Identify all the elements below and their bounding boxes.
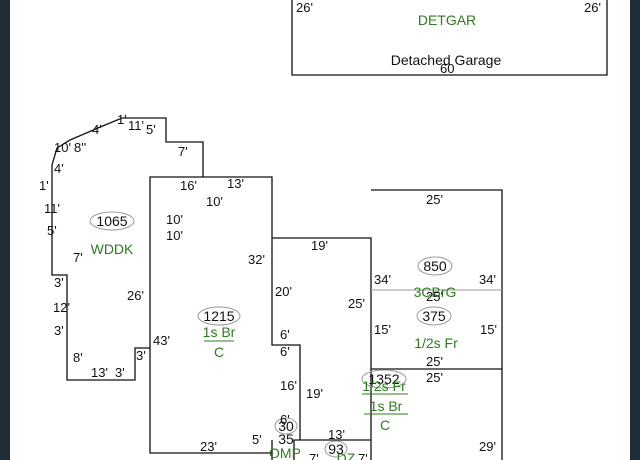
wddk-dim-15: 3' (54, 275, 64, 290)
wddk-dim-1: 1' (117, 112, 127, 127)
lower-code-1: 1/2s Fr (362, 378, 406, 394)
lower-area-oval (361, 369, 407, 389)
upper-dim-2: 34' (479, 272, 496, 287)
porch-area-1: 30 (278, 418, 294, 434)
wddk-dim-8: 16' (180, 178, 197, 193)
main-code-2: C (214, 344, 224, 360)
porch-oval-2 (324, 440, 348, 458)
porch-code: OMP (269, 445, 301, 460)
main-dim-6: 16' (280, 378, 297, 393)
lower-code-2: 1s Br (370, 398, 403, 414)
wood-deck: 1065 WDDK 4' 1' 11' 5' 10' 8'' 7' 4' 16'… (39, 112, 204, 381)
upper-dim-3: 25' (426, 289, 443, 304)
upper-dim-5: 15' (480, 322, 497, 337)
detached-garage: 26' 26' DETGAR Detached Garage 60 (291, 0, 608, 76)
mid-dim-0: 19' (311, 238, 328, 253)
upper-outline (371, 189, 503, 460)
main-house: 1215 1s Br C 13' 10' 32' 43' 6' 6' 16' 1… (149, 176, 323, 460)
lower-block: 1352 1/2s Fr 1s Br C 25' 29' (361, 369, 496, 454)
garage-outline (291, 0, 608, 76)
wddk-dim-19: 3' (136, 348, 146, 363)
upper-right-block: 850 3CBrG 375 1/2s Fr 25' 34' 34' 25' 15… (371, 189, 503, 460)
lower-area: 1352 (368, 371, 399, 387)
wddk-dim-0: 4' (92, 122, 102, 137)
wddk-dim-12: 10' (166, 228, 183, 243)
wddk-dim-11: 10' (166, 212, 183, 227)
wddk-dim-21: 13' (91, 365, 108, 380)
main-dim-0: 13' (227, 176, 244, 191)
porch-dim-3: 13' (328, 427, 345, 442)
wddk-dim-9: 1' (39, 178, 49, 193)
porch-area-2: 35 (278, 431, 294, 447)
wddk-dim-3: 5' (146, 122, 156, 137)
upper-code-2: 1/2s Fr (414, 335, 458, 351)
garage-right-dim: 26' (584, 0, 601, 15)
wddk-outline (51, 117, 204, 381)
wddk-dim-20: 8' (73, 350, 83, 365)
wddk-dim-16: 12' (53, 300, 70, 315)
main-outline (203, 176, 301, 460)
garage-code: DETGAR (418, 12, 476, 28)
main-dim-2: 32' (248, 252, 265, 267)
wddk-dim-6: 7' (178, 144, 188, 159)
upper-code-1: 3CBrG (414, 284, 457, 300)
wddk-dim-22: 3' (115, 365, 125, 380)
upper-dim-0: 25' (426, 192, 443, 207)
garage-bottom-dim: 60 (440, 61, 454, 76)
wddk-dim-13: 5' (47, 223, 57, 238)
wddk-dim-5: 8'' (74, 140, 86, 155)
garage-left-dim: 26' (296, 0, 313, 15)
upper-area-2: 375 (422, 308, 446, 324)
main-dim-4: 6' (280, 327, 290, 342)
wddk-dim-14: 7' (73, 250, 83, 265)
porch-outline (271, 439, 371, 460)
wddk-dim-10: 11' (44, 201, 60, 216)
upper-area-1: 850 (423, 258, 447, 274)
main-area: 1215 (203, 308, 234, 324)
main-dim-8: 23' (200, 439, 217, 454)
main-dim-5: 6' (280, 344, 290, 359)
mid-dim-1: 20' (275, 284, 292, 299)
wddk-code: WDDK (91, 241, 134, 257)
wddk-dim-7: 4' (54, 161, 64, 176)
porch-dim-6: 7' (358, 451, 368, 460)
main-area-oval (197, 306, 241, 326)
porch-dim-0: 6' (280, 412, 290, 427)
lower-dim-1: 29' (479, 439, 496, 454)
wddk-dim-18: 3' (54, 323, 64, 338)
wddk-area-oval (89, 211, 135, 231)
wddk-dim-4: 10' (54, 140, 71, 155)
upper-dim-4: 15' (374, 322, 391, 337)
wddk-area: 1065 (96, 213, 127, 229)
lower-dim-0: 25' (426, 370, 443, 385)
upper-dim-1: 34' (374, 272, 391, 287)
upper-area-oval-1 (417, 256, 453, 276)
wddk-dim-2: 11' (128, 118, 144, 133)
upper-dim-6: 25' (426, 354, 443, 369)
main-bottom-wall (149, 348, 272, 454)
porch-area: 6' 30 35 13' 93 7' 7' OMP DZ (269, 412, 371, 460)
main-dim-3: 43' (153, 333, 170, 348)
right-window-edge (630, 0, 640, 460)
porch-code-2: DZ (337, 450, 356, 460)
main-dim-1: 10' (206, 194, 223, 209)
porch-dim-5: 7' (309, 451, 319, 460)
left-window-edge (0, 0, 10, 460)
main-code-1: 1s Br (203, 324, 236, 340)
porch-oval-1 (274, 417, 298, 435)
garage-description: Detached Garage (391, 52, 502, 68)
main-dim-7: 19' (306, 386, 323, 401)
upper-area-oval-2 (416, 306, 452, 326)
mid-dim-2: 25' (348, 296, 365, 311)
lower-code-3: C (380, 417, 390, 433)
porch-area-3: 93 (328, 441, 344, 457)
main-dim-9: 5' (252, 432, 262, 447)
wddk-dim-17: 26' (127, 288, 144, 303)
